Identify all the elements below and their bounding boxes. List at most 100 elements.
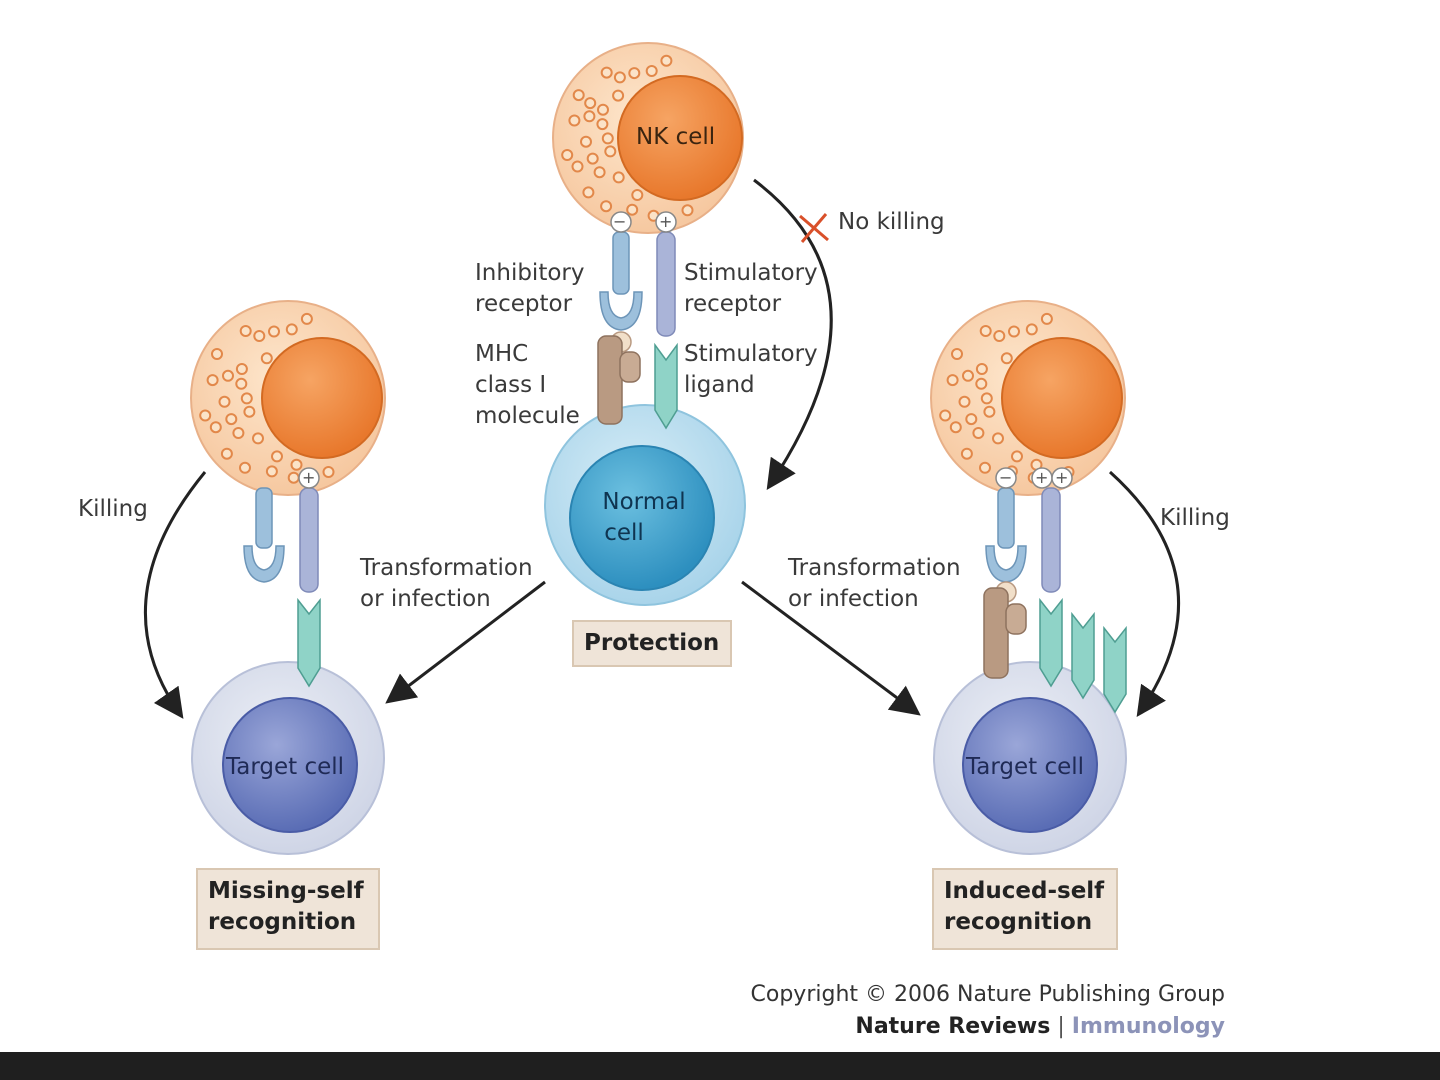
no-killing-label: No killing — [838, 209, 945, 235]
inhibitory-receptor-label-2: receptor — [475, 291, 573, 317]
granule — [612, 89, 625, 102]
transformation-left-label-2: or infection — [360, 586, 491, 612]
granule — [218, 395, 231, 408]
nk-cell-left — [190, 300, 386, 496]
target-cell-left-shape — [191, 661, 385, 855]
granule — [572, 89, 585, 102]
granule — [626, 203, 639, 216]
mhc-class-i-top — [597, 331, 641, 425]
granule — [232, 427, 245, 439]
target-cell-right-shape — [933, 661, 1127, 855]
mhc-label-3: molecule — [475, 403, 580, 429]
granule — [628, 67, 641, 80]
granule — [571, 160, 584, 173]
granule — [209, 421, 222, 434]
granule — [583, 110, 596, 123]
granule — [225, 413, 238, 426]
inhibitory-receptor-left — [243, 487, 285, 583]
granule — [596, 118, 609, 131]
stimulatory-ligands-right — [1039, 597, 1127, 714]
granule — [946, 374, 959, 387]
granule — [972, 427, 985, 439]
granule — [1008, 325, 1020, 338]
granule — [593, 166, 606, 179]
stimulatory-ligand-label-1: Stimulatory — [684, 341, 818, 367]
stimulatory-receptor-top — [656, 231, 676, 337]
granule — [586, 152, 599, 165]
inhibitory-receptor-label-1: Inhibitory — [475, 260, 585, 286]
induced-self-label-2: recognition — [944, 909, 1093, 935]
granule — [958, 395, 971, 408]
transformation-right-label-2: or infection — [788, 586, 919, 612]
granule — [975, 377, 988, 390]
granule — [220, 447, 233, 460]
granule — [290, 458, 303, 471]
stimulatory-receptor-right — [1041, 487, 1061, 593]
granule — [568, 114, 581, 127]
granule — [949, 421, 962, 434]
normal-cell — [544, 404, 746, 606]
sign-minus-right: − — [999, 468, 1013, 487]
arrow-transformation-left — [385, 580, 546, 704]
inhibitory-receptor-top — [599, 231, 643, 331]
receptor-signs-top — [610, 211, 677, 233]
arrow-no-killing — [753, 178, 833, 490]
granule — [265, 465, 278, 478]
no-killing-cross-icon — [799, 213, 829, 243]
granule — [239, 461, 251, 474]
granule — [601, 132, 614, 145]
granule — [631, 189, 644, 201]
target-cell-left-label: Target cell — [226, 754, 345, 780]
granule — [979, 461, 991, 474]
journal-name: Nature Reviews — [855, 1014, 1051, 1039]
granule — [939, 409, 952, 422]
granule — [597, 103, 609, 116]
inhibitory-receptor-right — [985, 487, 1027, 583]
induced-self-box: Induced-self recognition — [932, 868, 1118, 950]
granule — [268, 325, 280, 338]
granule — [222, 369, 234, 382]
granule — [253, 330, 266, 342]
granule — [285, 323, 298, 336]
sign-plus-right-1: + — [1035, 468, 1049, 487]
granule — [951, 348, 963, 360]
granule — [206, 374, 219, 387]
stimulatory-ligand-left — [297, 597, 321, 688]
granule — [960, 447, 973, 460]
stimulatory-ligand-label-2: ligand — [684, 372, 755, 398]
granule — [992, 432, 1004, 445]
nk-cell-label: NK cell — [636, 124, 716, 150]
granules-left — [199, 312, 335, 484]
journal-section: Immunology — [1071, 1014, 1225, 1039]
mhc-label-2: class I — [475, 372, 547, 398]
granule — [252, 432, 264, 445]
granules-top — [561, 54, 694, 222]
transformation-right-label-1: Transformation — [788, 555, 961, 581]
granule — [271, 450, 283, 463]
granule — [322, 466, 335, 478]
mhc-class-i-right — [983, 581, 1027, 679]
arrow-killing-left — [143, 471, 207, 719]
granule — [584, 97, 597, 110]
stimulatory-receptor-left — [299, 487, 319, 593]
stimulatory-receptor-label-1: Stimulatory — [684, 260, 818, 286]
granule — [300, 312, 313, 325]
journal-credit: Nature Reviews | Immunology — [855, 1014, 1225, 1039]
granule — [1000, 352, 1013, 365]
arrow-killing-right — [1108, 470, 1181, 717]
granule — [235, 377, 248, 390]
granule — [600, 200, 613, 213]
granule — [580, 135, 592, 148]
normal-cell-label-2: cell — [604, 520, 644, 546]
granule — [199, 409, 212, 422]
granule — [582, 186, 595, 199]
granule — [979, 325, 992, 337]
granule — [975, 363, 988, 375]
target-cell-right-label: Target cell — [966, 754, 1085, 780]
bottom-bar — [0, 1052, 1440, 1080]
granules-right — [939, 312, 1075, 484]
granule — [962, 369, 974, 382]
granule — [600, 66, 613, 79]
granule — [1025, 323, 1038, 336]
